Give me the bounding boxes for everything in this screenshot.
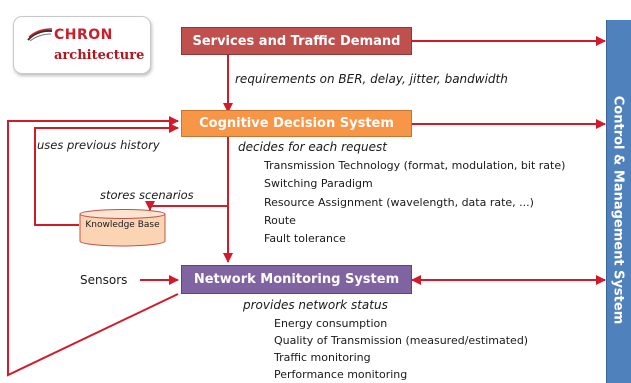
monitoring-item: Energy consumption bbox=[274, 317, 388, 330]
decides-label: decides for each request bbox=[238, 140, 387, 154]
control-management-system-label: Control & Management System bbox=[610, 95, 626, 325]
monitoring-item: Quality of Transmission (measured/estima… bbox=[274, 334, 529, 347]
logo-swoosh-icon bbox=[27, 28, 53, 42]
control-management-system-bar bbox=[606, 20, 631, 383]
sensors-label: Sensors bbox=[80, 273, 128, 287]
services-traffic-demand-box: Services and Traffic Demand bbox=[181, 27, 412, 55]
arrow-stores-scenarios bbox=[145, 201, 228, 211]
decision-item: Fault tolerance bbox=[264, 232, 346, 245]
stores-scenarios-label: stores scenarios bbox=[100, 188, 194, 202]
monitoring-item: Performance monitoring bbox=[274, 368, 408, 381]
chron-logo: CHRON architecture bbox=[13, 16, 151, 74]
requirements-label: requirements on BER, delay, jitter, band… bbox=[235, 72, 508, 86]
uses-history-label: uses previous history bbox=[37, 138, 160, 152]
provides-status-label: provides network status bbox=[243, 298, 388, 312]
network-monitoring-system-box: Network Monitoring System bbox=[181, 265, 412, 294]
arrow-feedback-loop bbox=[7, 116, 179, 377]
arrow-uses-history bbox=[34, 123, 179, 226]
cognitive-decision-system-box: Cognitive Decision System bbox=[181, 110, 412, 137]
monitoring-item: Traffic monitoring bbox=[274, 351, 371, 364]
decision-item: Switching Paradigm bbox=[264, 177, 373, 190]
logo-wordmark: CHRON bbox=[54, 27, 113, 43]
logo-subtitle: architecture bbox=[54, 48, 145, 63]
decision-item: Resource Assignment (wavelength, data ra… bbox=[264, 196, 534, 209]
knowledge-base-label: Knowledge Base bbox=[85, 220, 160, 230]
decision-item: Route bbox=[264, 214, 296, 227]
decision-item: Transmission Technology (format, modulat… bbox=[264, 159, 566, 172]
knowledge-base-cylinder bbox=[79, 209, 166, 247]
